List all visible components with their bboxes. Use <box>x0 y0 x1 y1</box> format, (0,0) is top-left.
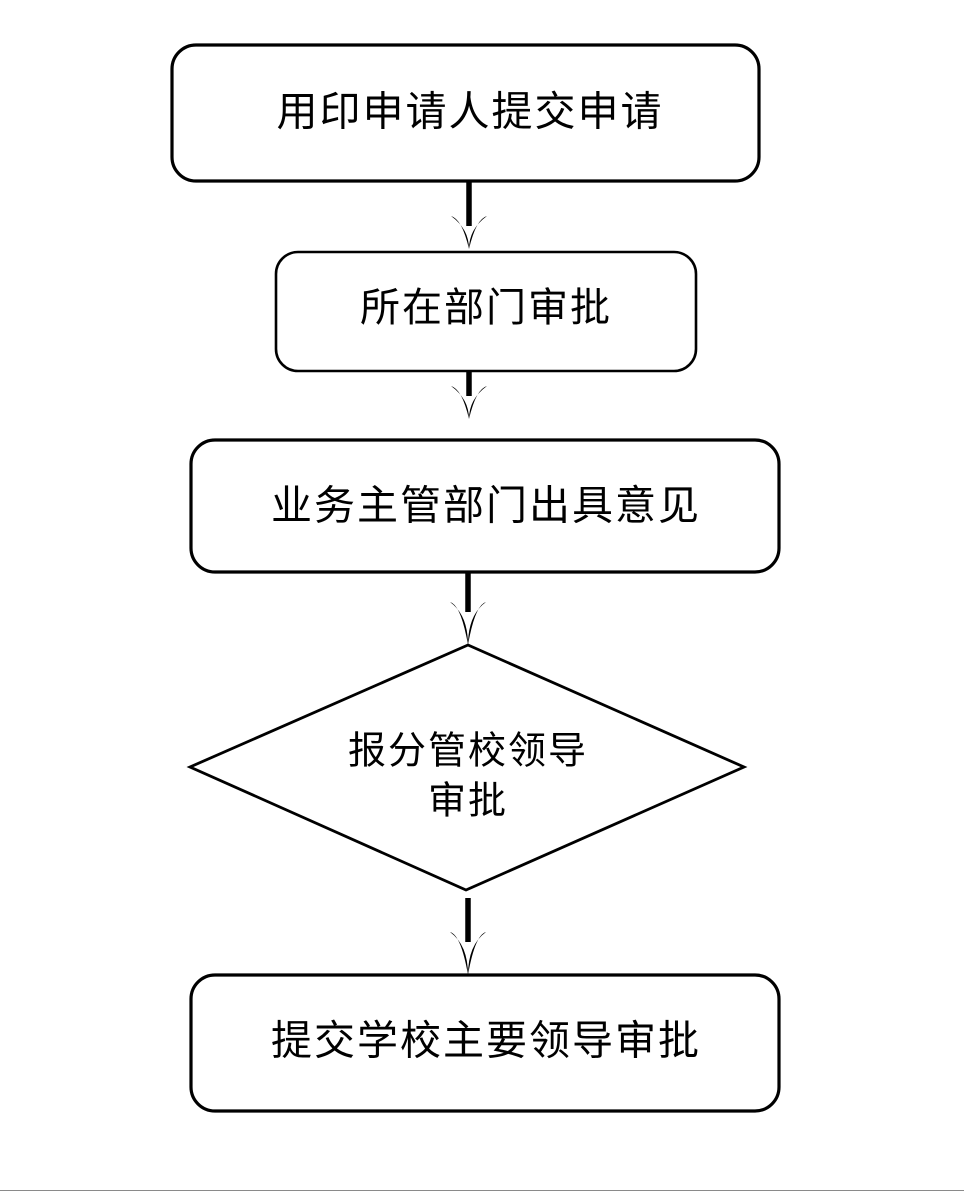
flow-node-submit-application[interactable]: 用印申请人提交申请 <box>170 43 761 183</box>
connector-arrow-1 <box>451 181 487 249</box>
connector-arrow-3 <box>450 572 486 645</box>
connector-arrow-4 <box>450 898 486 975</box>
flow-node-vice-principal-decision[interactable]: 报分管校领导 审批 <box>186 643 748 892</box>
footer-divider <box>0 1190 964 1191</box>
node-4-label-line-2: 审批 <box>428 781 508 823</box>
node-1-shape <box>170 43 761 183</box>
node-3-shape <box>189 438 781 574</box>
flow-node-principal-approval[interactable]: 提交学校主要领导审批 <box>189 973 781 1113</box>
node-2-label: 所在部门审批 <box>360 285 612 330</box>
flow-node-business-unit-opinion[interactable]: 业务主管部门出具意见 <box>189 438 781 574</box>
node-3-label: 业务主管部门出具意见 <box>271 482 701 528</box>
node-5-label: 提交学校主要领导审批 <box>271 1017 701 1063</box>
flow-node-department-approval[interactable]: 所在部门审批 <box>274 250 698 373</box>
node-2-shape <box>274 250 698 373</box>
node-5-shape <box>189 973 781 1113</box>
node-4-shape <box>186 643 748 892</box>
connector-arrow-2 <box>451 371 487 419</box>
node-4-label-line-1: 报分管校领导 <box>348 731 588 773</box>
node-1-label: 用印申请人提交申请 <box>277 88 664 134</box>
